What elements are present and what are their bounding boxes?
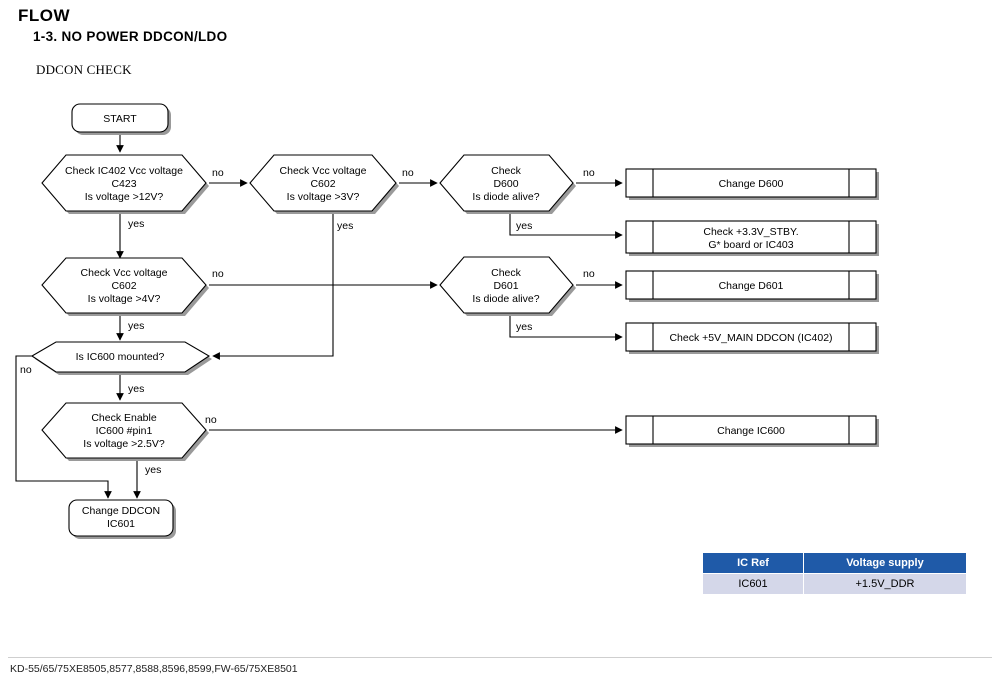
d7-line2: IC600 #pin1 [96,425,153,437]
d6-line1: Is IC600 mounted? [76,351,165,363]
page-title: FLOW [18,6,71,25]
d2-line3: Is voltage >3V? [287,191,360,203]
d1-line2: C423 [111,178,136,190]
d2-line2: C602 [310,178,335,190]
node-start[interactable]: START [71,103,171,135]
table-header-row: IC Ref Voltage supply [702,552,967,574]
d3-line3: Is diode alive? [472,191,539,203]
d3-line2: D600 [493,178,518,190]
r5-line1: Change IC600 [717,425,785,437]
footer-model-list: KD-55/65/75XE8505,8577,8588,8596,8599,FW… [10,663,298,675]
d5-line3: Is diode alive? [472,293,539,305]
flow-connectors [15,133,623,499]
label-d4-no: no [212,268,224,280]
table-cell-voltage-supply: +1.5V_DDR [803,573,967,595]
d4-line1: Check Vcc voltage [81,267,168,279]
end-line1: Change DDCON [82,505,160,517]
label-d1-no: no [212,167,224,179]
label-d6-no: no [20,364,32,376]
d4-line3: Is voltage >4V? [88,293,161,305]
node-result-check-5v-main[interactable]: Check +5V_MAIN DDCON (IC402) [625,322,879,354]
r2-line2: G* board or IC403 [708,239,793,251]
label-d7-yes: yes [145,464,161,476]
node-decision-ic402-vcc[interactable]: Check IC402 Vcc voltage C423 Is voltage … [41,154,209,214]
node-result-check-33v-stby[interactable]: Check +3.3V_STBY. G* board or IC403 [625,220,879,256]
d5-line2: D601 [493,280,518,292]
label-d2-no: no [402,167,414,179]
r1-line1: Change D600 [719,178,784,190]
r4-line1: Check +5V_MAIN DDCON (IC402) [669,332,832,344]
footer-divider [8,657,992,658]
table-header-ic-ref: IC Ref [702,552,804,574]
label-d3-no: no [583,167,595,179]
r3-line1: Change D601 [719,280,784,292]
page-subtitle: 1-3. NO POWER DDCON/LDO [33,29,228,44]
label-d2-yes: yes [337,220,353,232]
node-end-change-ddcon[interactable]: Change DDCON IC601 [68,499,176,539]
label-d5-yes: yes [516,321,532,333]
d7-line3: Is voltage >2.5V? [83,438,165,450]
d5-line1: Check [491,267,522,279]
edge-d3-yes-to-r2 [509,213,623,239]
node-decision-c602-3v[interactable]: Check Vcc voltage C602 Is voltage >3V? [249,154,399,214]
node-start-label: START [103,113,137,125]
d4-line2: C602 [111,280,136,292]
label-d3-yes: yes [516,220,532,232]
node-decision-ic600-mounted[interactable]: Is IC600 mounted? [30,341,212,375]
node-result-change-d601[interactable]: Change D601 [625,270,879,302]
d7-line1: Check Enable [91,412,157,424]
r2-line1: Check +3.3V_STBY. [703,226,798,238]
d1-line1: Check IC402 Vcc voltage [65,165,183,177]
table-cell-ic-ref: IC601 [702,573,804,595]
table-row: IC601 +1.5V_DDR [702,573,967,595]
edge-labels: no yes no yes no yes no yes no yes no ye… [20,167,595,476]
label-d7-no: no [205,414,217,426]
node-result-change-ic600[interactable]: Change IC600 [625,415,879,447]
d3-line1: Check [491,165,522,177]
table-header-voltage-supply: Voltage supply [803,552,967,574]
node-decision-d601[interactable]: Check D601 Is diode alive? [439,256,576,316]
edge-d6-no-to-end [15,355,112,499]
node-decision-enable-pin1[interactable]: Check Enable IC600 #pin1 Is voltage >2.5… [41,402,209,461]
d1-line3: Is voltage >12V? [85,191,164,203]
edge-d2-yes-to-d6 [212,213,334,360]
d2-line1: Check Vcc voltage [280,165,367,177]
label-d5-no: no [583,268,595,280]
edge-d5-yes-to-r4 [509,312,623,341]
label-d4-yes: yes [128,320,144,332]
node-result-change-d600[interactable]: Change D600 [625,168,879,200]
end-line2: IC601 [107,518,135,530]
node-decision-c602-4v[interactable]: Check Vcc voltage C602 Is voltage >4V? [41,257,209,316]
label-d6-yes: yes [128,383,144,395]
node-decision-d600[interactable]: Check D600 Is diode alive? [439,154,576,214]
ic-reference-table: IC Ref Voltage supply IC601 +1.5V_DDR [702,552,967,595]
section-title: DDCON CHECK [36,62,132,77]
label-d1-yes: yes [128,218,144,230]
